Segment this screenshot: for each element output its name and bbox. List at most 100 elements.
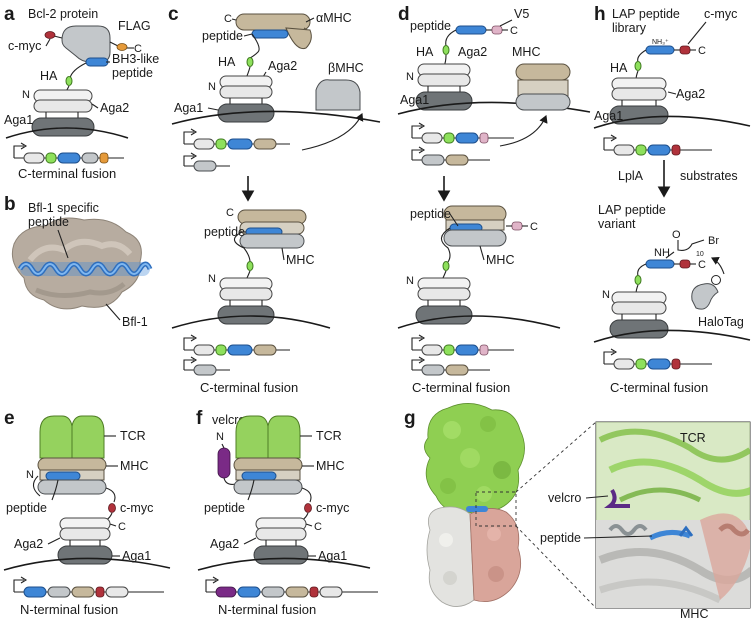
c-nterm-label: N	[208, 81, 216, 93]
e-mhc-label: MHC	[120, 459, 148, 473]
beta-mhc-label: βMHC	[328, 61, 364, 75]
d-mhc-label: MHC	[486, 253, 514, 267]
lap-variant-label-1: LAP peptide	[598, 203, 666, 217]
f-aga2-label: Aga2	[210, 537, 239, 551]
c-aga1-label: Aga1	[174, 101, 203, 115]
panel-h: h LAP peptide library NH₃⁺ c-myc C HA Ag…	[593, 4, 751, 395]
sub10-label: 10	[696, 251, 704, 258]
f-cmyc-label: c-myc	[316, 501, 349, 515]
panel-d: d peptide C V5 HA Aga2 MHC N Aga1	[397, 4, 591, 395]
panel-a-letter: a	[4, 4, 15, 25]
e-aga2-label: Aga2	[14, 537, 43, 551]
e-peptide-label: peptide	[6, 501, 47, 515]
d-nterm2-label: N	[406, 275, 414, 287]
nh-label: NH	[654, 247, 670, 259]
e-nterm-label: N	[26, 469, 34, 481]
panel-b-letter: b	[4, 194, 16, 215]
bh3-peptide-shape	[85, 57, 109, 67]
v5-label: V5	[514, 7, 529, 21]
cmyc-tag-shape	[44, 31, 56, 39]
cell-membrane	[5, 127, 129, 139]
f-aga1-label: Aga1	[318, 549, 347, 563]
c-peptide2-label: peptide	[204, 225, 245, 239]
h-cterm-label: C	[698, 45, 706, 57]
g-peptide-strand	[648, 530, 691, 541]
flag-tag-shape	[116, 43, 128, 51]
d-ha-label: HA	[416, 45, 434, 59]
panel-g-letter: g	[404, 408, 416, 429]
g-velcro-strand	[604, 488, 630, 508]
e-aga1-label: Aga1	[122, 549, 151, 563]
d-aga1-label: Aga1	[400, 93, 429, 107]
halotag-shape	[691, 283, 719, 310]
c-aga2-label: Aga2	[268, 59, 297, 73]
bh3-label-2: peptide	[112, 66, 153, 80]
d-cterm2-label: C	[530, 221, 538, 233]
d-aga2-label: Aga2	[458, 45, 487, 59]
e-tcr-alpha	[39, 415, 73, 459]
panel-e: e TCR MHC N peptide c-myc C Aga2 Aga1	[3, 408, 171, 617]
lpla-label: LplA	[618, 169, 644, 183]
h-aga1-label: Aga1	[594, 109, 623, 123]
substrates-label: substrates	[680, 169, 738, 183]
f-cterm-label: C	[314, 521, 322, 533]
panel-a-caption: C-terminal fusion	[18, 166, 116, 181]
bfl1-peptide-helix	[17, 261, 153, 277]
bfl1-peptide-label-2: peptide	[28, 215, 69, 229]
g-zoom-inset	[595, 421, 751, 609]
aga1-label: Aga1	[4, 113, 33, 127]
h-cterm2-label: C	[698, 259, 706, 271]
c-cterm2-label: C	[226, 207, 234, 219]
ha-tag-shape	[65, 76, 73, 86]
aga2-shape	[33, 99, 93, 113]
alpha-mhc-label: αMHC	[316, 11, 352, 25]
panel-c: c C αMHC peptide HA Aga2 N Aga1 βMHC	[168, 4, 381, 395]
bfl1-label: Bfl-1	[122, 315, 148, 329]
panel-e-caption: N-terminal fusion	[20, 602, 118, 617]
panel-g: g	[404, 403, 751, 620]
e-cmyc-label: c-myc	[120, 501, 153, 515]
h-aga2-label: Aga2	[676, 87, 705, 101]
br-label: Br	[708, 235, 719, 247]
panel-f: f velcro N TCR MHC peptide c-myc C Aga2 …	[196, 408, 378, 617]
c-nterm2-label: N	[208, 273, 216, 285]
e-tcr-label: TCR	[120, 429, 146, 443]
panel-f-letter: f	[196, 408, 203, 429]
f-tcr-label: TCR	[316, 429, 342, 443]
f-nterm-label: N	[216, 431, 224, 443]
aga1-shape	[31, 117, 95, 137]
lap-library-label-1: LAP peptide	[612, 7, 680, 21]
c-peptide-label: peptide	[202, 29, 243, 43]
g-velcro-label: velcro	[548, 491, 581, 505]
o-label: O	[672, 229, 681, 241]
lap-library-label-2: library	[612, 21, 647, 35]
bh3-label: BH3-like	[112, 52, 159, 66]
d-peptide2-label: peptide	[410, 207, 451, 221]
panel-f-caption: N-terminal fusion	[218, 602, 316, 617]
nh3-label: NH₃⁺	[652, 39, 669, 46]
panel-a: a Bcl-2 protein FLAG c-myc BH3-like pept…	[4, 4, 159, 181]
aga2-label: Aga2	[100, 101, 129, 115]
h-nterm-label: N	[602, 289, 610, 301]
g-mhc-surface	[426, 506, 522, 607]
beta-mhc-shape	[315, 79, 361, 111]
bcl2-protein-shape	[61, 25, 111, 63]
c-peptide-shape	[251, 29, 289, 39]
alpha-mhc-shape	[235, 13, 311, 31]
panel-c-caption: C-terminal fusion	[200, 380, 298, 395]
g-tcr-label: TCR	[680, 431, 706, 445]
panel-b: b Bfl-1 specific peptide Bfl-1	[4, 194, 153, 329]
c-ha-label: HA	[218, 55, 236, 69]
panel-c-letter: c	[168, 4, 179, 25]
panel-d-letter: d	[398, 4, 410, 25]
v5-tag-shape	[491, 25, 503, 35]
d-nterm-label: N	[406, 71, 414, 83]
g-tcr-surface	[424, 403, 525, 514]
panel-h-caption: C-terminal fusion	[610, 380, 708, 395]
zoom-region-box	[475, 491, 517, 527]
ha-label: HA	[40, 69, 58, 83]
bcl2-label: Bcl-2 protein	[28, 7, 98, 21]
panel-e-letter: e	[4, 408, 15, 429]
velcro-shape	[217, 447, 231, 479]
